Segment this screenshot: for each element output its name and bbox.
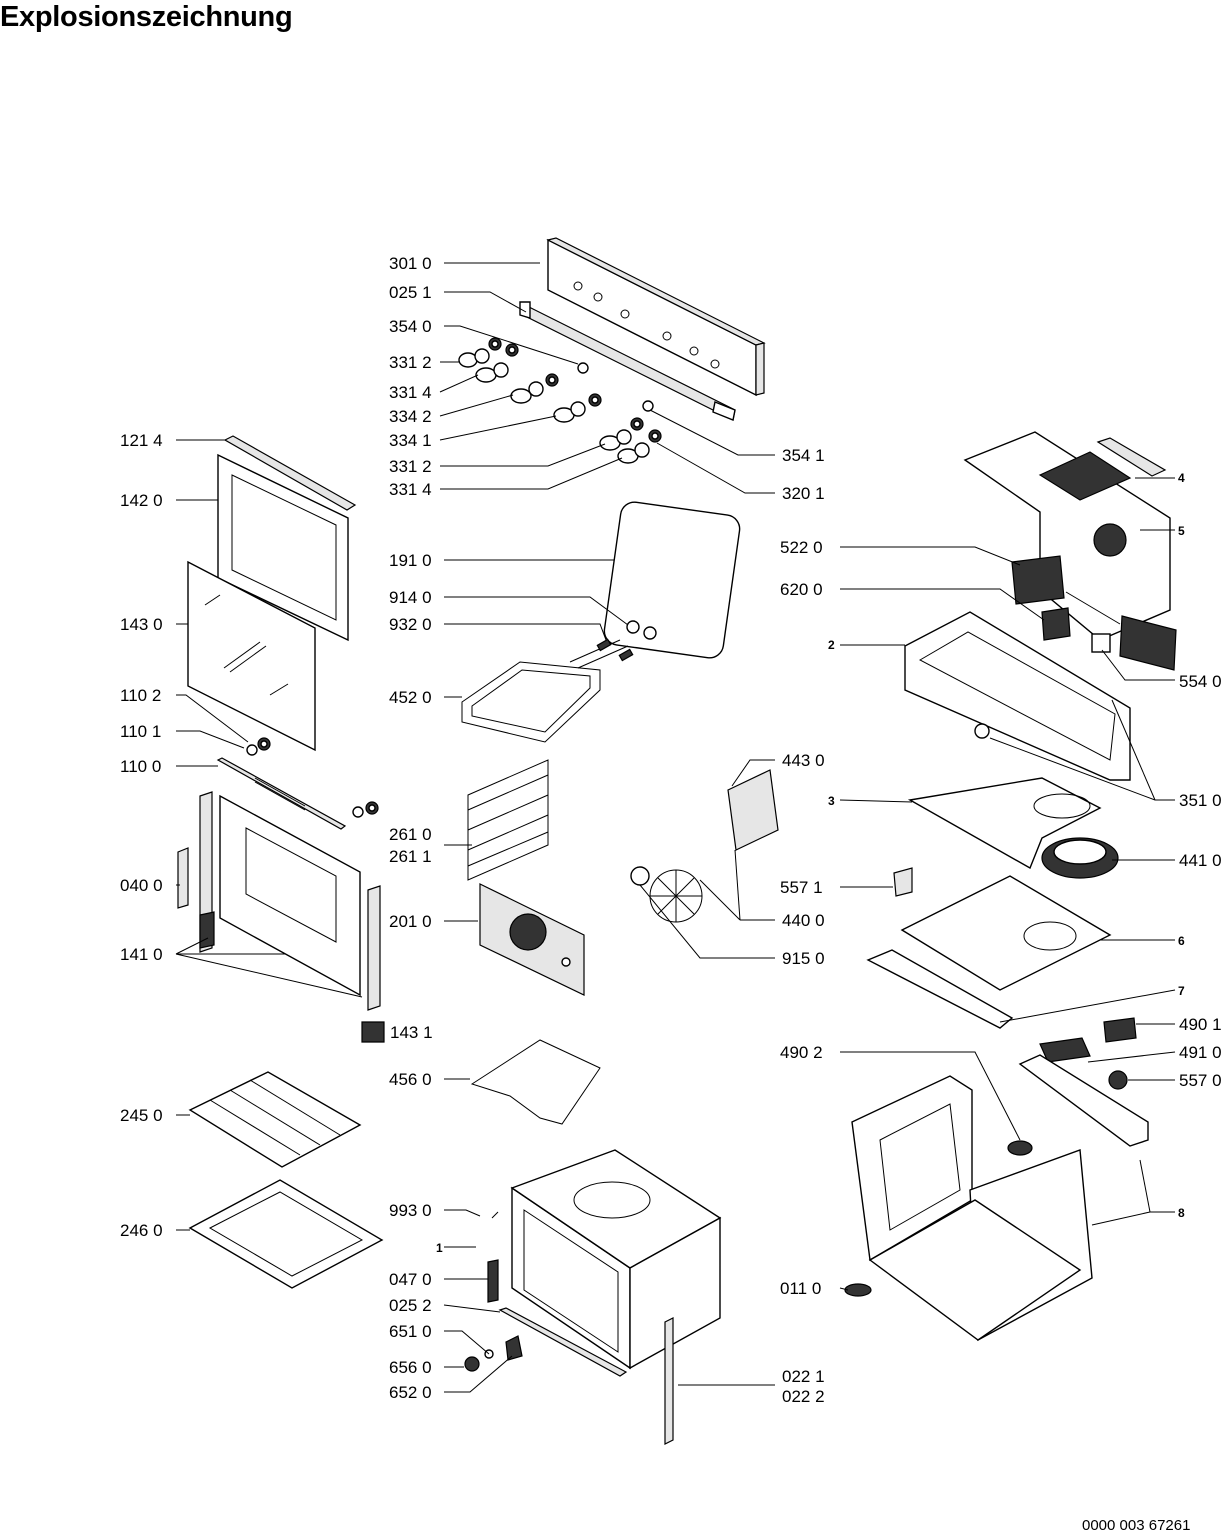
label-191-0: 191 0 (389, 551, 432, 570)
label-141-0: 141 0 (120, 945, 163, 964)
label-110-0: 110 0 (120, 757, 161, 776)
label-354-1: 354 1 (782, 446, 825, 465)
label-320-1: 320 1 (782, 484, 825, 503)
label-7: 7 (1178, 984, 1185, 998)
label-554-0: 554 0 (1179, 672, 1222, 691)
label-334-2: 334 2 (389, 407, 432, 426)
electronics-part (1011, 555, 1177, 671)
label-491-0: 491 0 (1179, 1043, 1222, 1062)
top-cover-part (963, 431, 1171, 641)
label-620-0: 620 0 (780, 580, 823, 599)
label-914-0: 914 0 (389, 588, 432, 607)
top-heating-element-part (461, 638, 634, 743)
label-456-0: 456 0 (389, 1070, 432, 1089)
label-246-0: 246 0 (120, 1221, 163, 1240)
label-331-2-b: 331 2 (389, 457, 432, 476)
label-143-0: 143 0 (120, 615, 163, 634)
label-121-4: 121 4 (120, 431, 163, 450)
label-331-4-b: 331 4 (389, 480, 432, 499)
panel-rail-part (519, 301, 736, 421)
fan-assembly-part (630, 769, 779, 923)
outer-housing-part (851, 1054, 1149, 1342)
label-334-1: 334 1 (389, 431, 432, 450)
label-301-0: 301 0 (389, 254, 432, 273)
label-522-0: 522 0 (780, 538, 823, 557)
label-110-1: 110 1 (120, 722, 161, 741)
label-557-1: 557 1 (780, 878, 823, 897)
label-3: 3 (828, 794, 835, 808)
label-025-2: 025 2 (389, 1296, 432, 1315)
label-932-0: 932 0 (389, 615, 432, 634)
label-142-0: 142 0 (120, 491, 163, 510)
label-440-0: 440 0 (782, 911, 825, 930)
page-title: Explosionszeichnung (0, 1, 293, 33)
baking-tray-part (188, 1179, 384, 1289)
label-652-0: 652 0 (389, 1383, 432, 1402)
label-351-0: 351 0 (1179, 791, 1222, 810)
leader-lines (175, 262, 1176, 1393)
label-993-0: 993 0 (389, 1201, 432, 1220)
label-443-0: 443 0 (782, 751, 825, 770)
control-knobs-part (458, 337, 662, 464)
door-seal-part (603, 501, 741, 659)
fan-housing-part (904, 611, 1131, 781)
control-panel-part (546, 237, 766, 397)
lower-heating-element-part (470, 1039, 601, 1125)
part-labels: 301 0 025 1 354 0 331 2 331 4 334 2 334 … (120, 254, 1222, 1406)
label-022-2: 022 2 (782, 1387, 825, 1406)
label-354-0: 354 0 (389, 317, 432, 336)
grid-shelf-part (188, 1071, 362, 1168)
label-261-0: 261 0 (389, 825, 432, 844)
label-651-0: 651 0 (389, 1322, 432, 1341)
label-6: 6 (1178, 934, 1185, 948)
label-011-0: 011 0 (780, 1279, 821, 1298)
label-4: 4 (1178, 471, 1185, 485)
fan-wheel-part (1041, 837, 1119, 879)
label-022-1: 022 1 (782, 1367, 825, 1386)
label-201-0: 201 0 (389, 912, 432, 931)
door-glass-part (187, 560, 316, 752)
label-2: 2 (828, 638, 835, 652)
label-441-0: 441 0 (1179, 851, 1222, 870)
label-261-1: 261 1 (389, 847, 432, 866)
label-1: 1 (436, 1241, 443, 1255)
label-656-0: 656 0 (389, 1358, 432, 1377)
label-047-0: 047 0 (389, 1270, 432, 1289)
label-245-0: 245 0 (120, 1106, 163, 1125)
label-143-1: 143 1 (390, 1023, 433, 1042)
label-331-4: 331 4 (389, 383, 432, 402)
label-025-1: 025 1 (389, 283, 432, 302)
label-040-0: 040 0 (120, 876, 163, 895)
document-code: 0000 003 67261 (1082, 1517, 1191, 1534)
oven-cavity-part (491, 1149, 722, 1370)
door-trim-part (223, 435, 357, 511)
label-8: 8 (1178, 1206, 1185, 1220)
shelf-guide-part (467, 759, 549, 881)
label-331-2: 331 2 (389, 353, 432, 372)
label-490-1: 490 1 (1179, 1015, 1222, 1034)
hinge-parts (216, 737, 379, 830)
label-452-0: 452 0 (389, 688, 432, 707)
bottom-plate-part (866, 949, 1014, 1029)
label-915-0: 915 0 (782, 949, 825, 968)
air-deflector-part (907, 777, 1102, 870)
door-frame-part (217, 453, 349, 642)
outer-door-part (177, 791, 385, 1043)
side-rail-part (664, 1317, 674, 1445)
insulation-plate-part (900, 875, 1112, 991)
label-5: 5 (1178, 524, 1185, 538)
label-557-0: 557 0 (1179, 1071, 1222, 1090)
label-490-2: 490 2 (780, 1043, 823, 1062)
rear-panel-part (479, 883, 585, 996)
label-110-2: 110 2 (120, 686, 161, 705)
